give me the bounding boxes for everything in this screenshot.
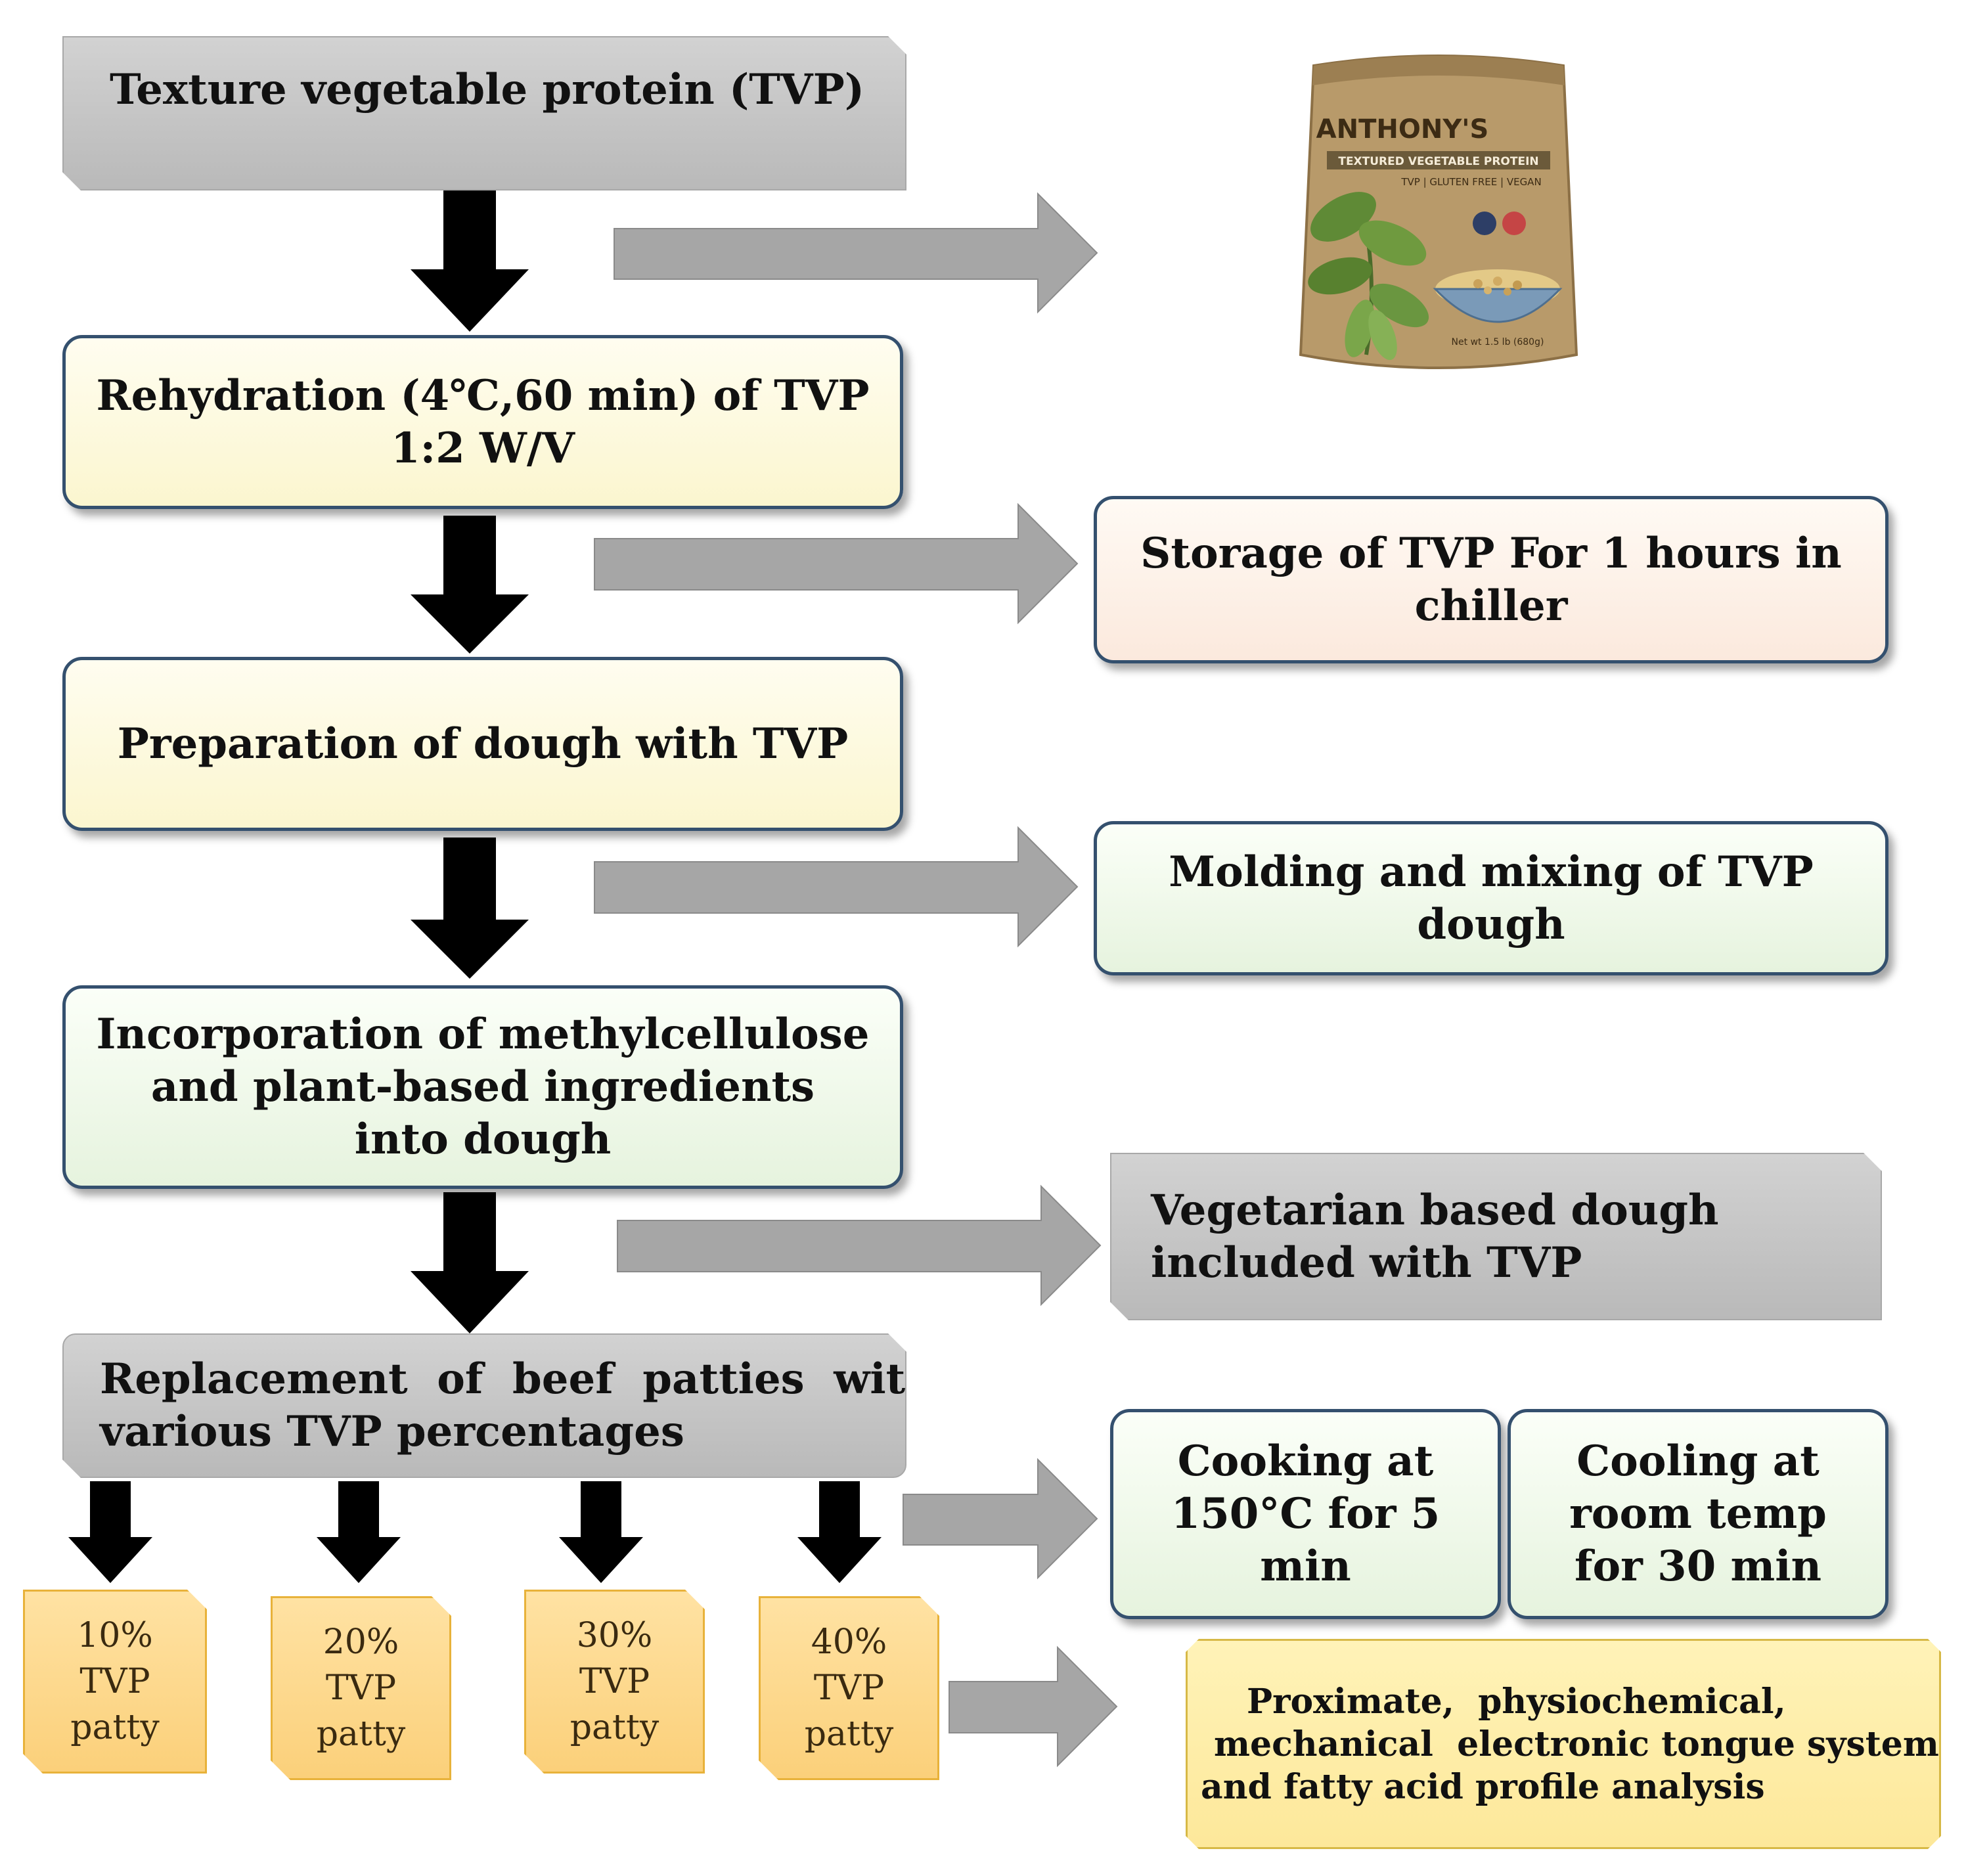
- down-arrow-patty-1: [68, 1481, 152, 1583]
- side-cooking-line1: Cooking at: [1177, 1437, 1434, 1486]
- step-dough: Preparation of dough with TVP: [62, 657, 903, 831]
- down-arrow-patty-3: [559, 1481, 643, 1583]
- side-cooling-line1: Cooling at: [1576, 1437, 1820, 1486]
- side-cooking: Cooking at 150°C for 5 min: [1110, 1409, 1501, 1619]
- bag-product-name: TEXTURED VEGETABLE PROTEIN: [1338, 155, 1538, 168]
- side-vegetarian-line1: Vegetarian based dough: [1151, 1185, 1719, 1235]
- right-arrow-5: [903, 1458, 1098, 1580]
- patty-30-pct: 30%: [576, 1615, 653, 1655]
- step-incorporation: Incorporation of methylcellulose and pla…: [62, 985, 903, 1189]
- patty-40-tvp: TVP: [813, 1668, 885, 1708]
- step-rehydration-line2: 1:2 W/V: [391, 423, 575, 473]
- step-replacement-line2: various TVP percentages: [100, 1407, 684, 1456]
- side-analysis-line1: Proximate, physiochemical,: [1247, 1681, 1786, 1722]
- soybean-plant-icon: [1308, 192, 1429, 361]
- down-arrow-patty-4: [797, 1481, 882, 1583]
- patty-10-tvp: TVP: [79, 1661, 150, 1701]
- side-cooking-line2: 150°C for 5: [1171, 1489, 1441, 1538]
- patty-20-tvp: TVP: [325, 1668, 397, 1708]
- side-cooking-line3: min: [1260, 1542, 1351, 1591]
- step-replacement-line1: Replacement of beef patties with: [100, 1354, 936, 1404]
- side-molding: Molding and mixing of TVP dough: [1094, 821, 1888, 975]
- patty-30: 30% TVP patty: [524, 1590, 705, 1774]
- down-arrow-4: [411, 1192, 529, 1333]
- side-vegetarian-line2: included with TVP: [1151, 1238, 1582, 1287]
- patty-30-tvp: TVP: [579, 1661, 650, 1701]
- patty-40-pct: 40%: [811, 1622, 887, 1662]
- tvp-bowl-icon: [1433, 269, 1563, 323]
- right-arrow-6: [949, 1645, 1118, 1768]
- side-storage-line1: Storage of TVP For 1 hours in: [1140, 528, 1842, 578]
- patty-20-label: patty: [316, 1714, 406, 1754]
- down-arrow-3: [411, 838, 529, 979]
- side-analysis-line3: and fatty acid profile analysis: [1201, 1766, 1765, 1807]
- step-dough-label: Preparation of dough with TVP: [117, 719, 849, 769]
- bag-name-band: [1327, 151, 1550, 169]
- side-analysis-line2: mechanical electronic tongue system: [1214, 1724, 1939, 1764]
- patty-20-pct: 20%: [323, 1622, 399, 1662]
- right-arrow-4: [617, 1184, 1102, 1306]
- patty-30-label: patty: [570, 1708, 659, 1748]
- step-rehydration: Rehydration (4℃,60 min) of TVP 1:2 W/V: [62, 335, 903, 509]
- bag-weight: Net wt 1.5 lb (680g): [1452, 337, 1544, 347]
- patty-40: 40% TVP patty: [759, 1596, 939, 1780]
- side-storage: Storage of TVP For 1 hours in chiller: [1094, 496, 1888, 663]
- down-arrow-1: [411, 190, 529, 332]
- side-analysis: Proximate, physiochemical, mechanical el…: [1186, 1639, 1941, 1849]
- patty-10-pct: 10%: [77, 1615, 153, 1655]
- step-rehydration-line1: Rehydration (4℃,60 min) of TVP: [96, 370, 870, 420]
- bag-brand: ANTHONY'S: [1316, 114, 1489, 145]
- patty-40-label: patty: [804, 1714, 894, 1754]
- bag-top-seal: [1312, 56, 1565, 85]
- step-incorporation-line3: into dough: [354, 1115, 612, 1164]
- patty-20: 20% TVP patty: [271, 1596, 451, 1780]
- step-incorporation-line1: Incorporation of methylcellulose: [96, 1010, 870, 1059]
- side-vegetarian: Vegetarian based dough included with TVP: [1110, 1153, 1882, 1320]
- step-incorporation-line2: and plant-based ingredients: [150, 1062, 815, 1111]
- bag-badge-1: [1473, 212, 1496, 235]
- side-cooling-line2: room temp: [1569, 1489, 1827, 1538]
- right-arrow-3: [594, 826, 1079, 948]
- side-molding-line1: Molding and mixing of TVP: [1169, 847, 1814, 897]
- patty-10-label: patty: [70, 1708, 160, 1748]
- side-cooling-line3: for 30 min: [1574, 1542, 1822, 1591]
- bag-tagline: TVP | GLUTEN FREE | VEGAN: [1400, 176, 1541, 188]
- side-storage-line2: chiller: [1414, 581, 1568, 631]
- side-cooling: Cooling at room temp for 30 min: [1508, 1409, 1888, 1619]
- right-arrow-1: [614, 192, 1098, 314]
- step-replacement: Replacement of beef patties with various…: [62, 1333, 906, 1478]
- step-tvp-label: Texture vegetable protein (TVP): [110, 65, 864, 114]
- tvp-product-bag-image: ANTHONY'S TEXTURED VEGETABLE PROTEIN TVP…: [1299, 55, 1578, 369]
- patty-10: 10% TVP patty: [23, 1590, 207, 1774]
- step-tvp: Texture vegetable protein (TVP): [62, 36, 906, 190]
- side-molding-line2: dough: [1417, 899, 1565, 949]
- bag-badge-2: [1502, 212, 1526, 235]
- down-arrow-patty-2: [317, 1481, 401, 1583]
- right-arrow-2: [594, 502, 1079, 625]
- down-arrow-2: [411, 516, 529, 654]
